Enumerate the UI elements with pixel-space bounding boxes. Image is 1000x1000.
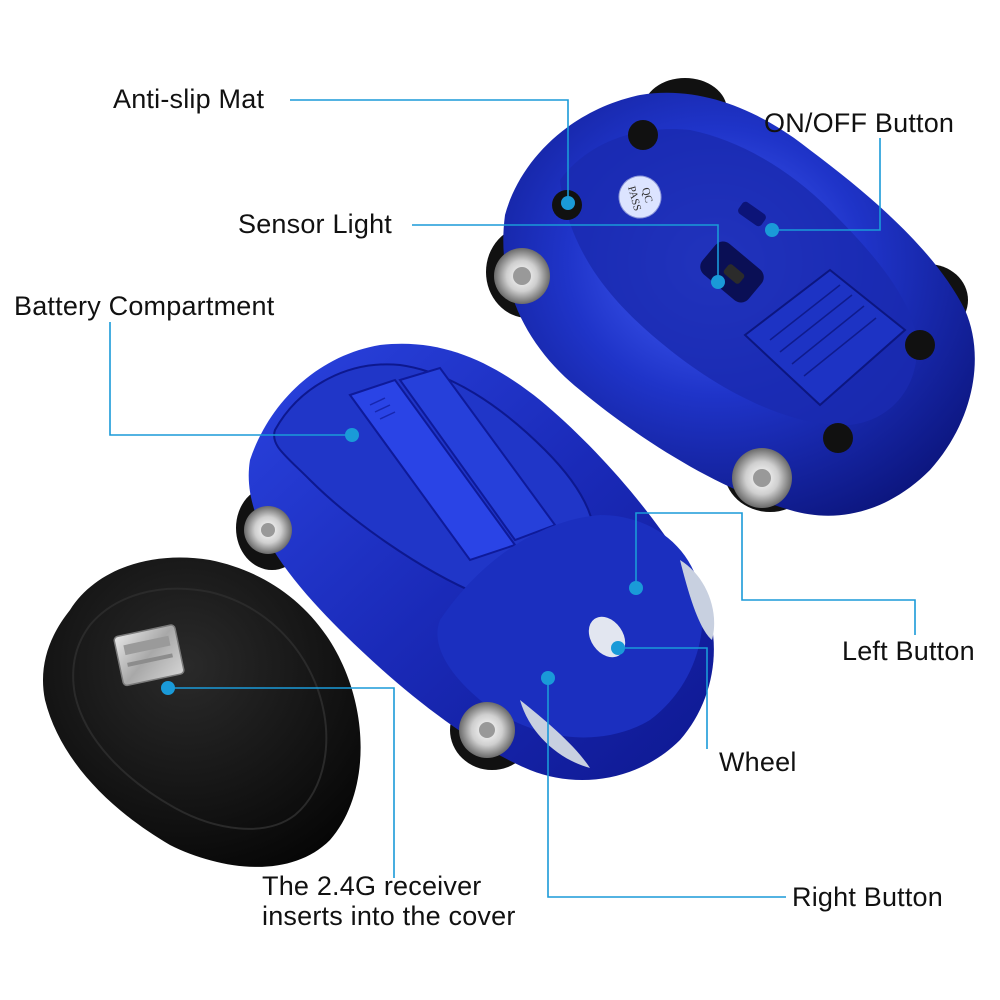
- battery-cell-2: [398, 366, 557, 542]
- anti-slip-pad-1: [628, 120, 658, 150]
- headlight-right: [680, 560, 715, 640]
- dot-anti-slip-mat: [561, 196, 575, 210]
- label-wheel: Wheel: [719, 747, 797, 777]
- leader-receiver: [168, 687, 395, 878]
- on-off-switch: [738, 201, 766, 227]
- headlight-left: [520, 700, 590, 768]
- cover-rim: [72, 587, 328, 830]
- anti-slip-pad-4: [823, 423, 853, 453]
- car-underside: QC PASS: [486, 78, 975, 516]
- car-top-open: [236, 343, 715, 780]
- dot-wheel: [611, 641, 625, 655]
- battery-cell-1: [348, 378, 517, 562]
- usb-receiver: [113, 624, 185, 687]
- dot-receiver: [161, 681, 175, 695]
- dot-right-button: [541, 671, 555, 685]
- leader-right-button: [547, 678, 786, 898]
- anti-slip-pad-3: [905, 330, 935, 360]
- dot-sensor-light: [711, 275, 725, 289]
- leader-on-off-button: [772, 138, 881, 231]
- leader-battery-compartment: [109, 322, 352, 436]
- leader-left-button: [635, 512, 916, 635]
- label-battery-compartment: Battery Compartment: [14, 291, 275, 321]
- leader-dots: [161, 196, 779, 695]
- label-receiver-line1: The 2.4G receiver: [262, 871, 482, 901]
- label-anti-slip-mat: Anti-slip Mat: [113, 84, 265, 114]
- label-right-button: Right Button: [792, 882, 943, 912]
- dot-left-button: [629, 581, 643, 595]
- dot-battery-compartment: [345, 428, 359, 442]
- leader-lines: [109, 99, 916, 898]
- leader-wheel: [618, 647, 708, 749]
- label-sensor-light: Sensor Light: [238, 209, 392, 239]
- qc-pass-sticker: QC PASS: [618, 175, 662, 219]
- label-on-off-button: ON/OFF Button: [764, 108, 955, 138]
- leader-anti-slip-mat: [290, 99, 569, 203]
- dot-on-off-button: [765, 223, 779, 237]
- leader-sensor-light: [412, 224, 719, 280]
- qc-text: QC: [639, 186, 655, 204]
- label-left-button: Left Button: [842, 636, 975, 666]
- black-cover: [42, 557, 361, 867]
- label-receiver-line2: inserts into the cover: [262, 901, 516, 931]
